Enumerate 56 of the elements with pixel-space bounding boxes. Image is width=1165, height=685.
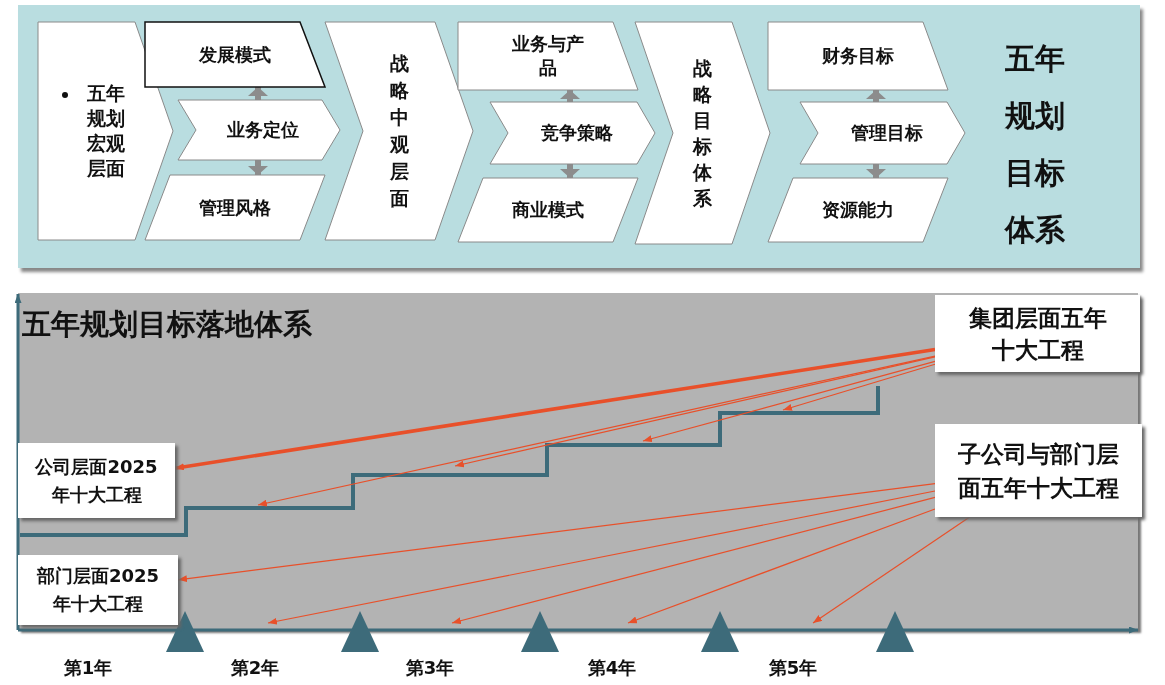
panel [18,5,1140,268]
arrow [560,164,580,178]
box-label: 子公司与部门层面五年十大工程 [957,439,1120,503]
chevron-shape [635,22,770,244]
callout-box [935,424,1142,517]
arrow [560,90,580,102]
box-label: 发展模式 [198,42,272,67]
box-label: 管理目标 [849,121,924,145]
arrow [866,164,886,178]
box-label: 五年规划宏观层面 [85,81,126,181]
parallelogram-box [145,22,325,87]
year-label: 第1年 [63,656,113,680]
arrow [642,360,936,442]
arrow [267,490,936,625]
arrow [248,160,268,175]
panel-title: 五年规划目标落地体系 [22,306,312,343]
callout-box [18,443,175,518]
parallelogram-box [458,22,638,90]
box-label: 管理风格 [198,195,272,220]
arrow [866,90,886,102]
arrow [174,347,936,471]
chevron-box [490,102,655,164]
box-label: 集团层面五年十大工程 [967,303,1108,365]
box-label: 商业模式 [511,198,585,222]
callout-box [18,555,178,625]
chevron-shape [38,22,173,240]
parallelogram-box [145,175,325,240]
box-label: 财务目标 [821,44,895,68]
arrow [454,356,936,468]
panel-title: 五年规划目标体系 [1003,40,1066,249]
arrow [451,496,936,625]
chevron-shape [325,22,473,240]
parallelogram-box [768,22,948,90]
arrow [257,355,936,507]
year-label: 第4年 [587,656,637,680]
box-label: 业务定位 [226,118,300,142]
arrow [812,516,971,624]
box-label: 公司层面2025年十大工程 [34,454,159,507]
chevron-box [800,102,965,164]
box-label: 部门层面2025年十大工程 [35,564,161,616]
arrow [177,483,936,583]
box-label: 资源能力 [821,198,895,222]
year-label: 第3年 [405,656,455,680]
parallelogram-box [768,178,948,242]
arrow [248,87,268,100]
parallelogram-box [458,178,638,242]
box-label: 战略目标体系 [691,56,713,211]
year-label: 第2年 [230,656,280,680]
year-label: 第5年 [768,656,818,680]
chevron-box [178,100,340,160]
box-label: 竞争策略 [539,121,614,145]
box-label: 业务与产品 [511,32,585,80]
arrow [782,363,936,411]
box-label: 战略中观层面 [388,51,410,211]
callout-box [935,295,1140,372]
arrow [627,508,936,624]
